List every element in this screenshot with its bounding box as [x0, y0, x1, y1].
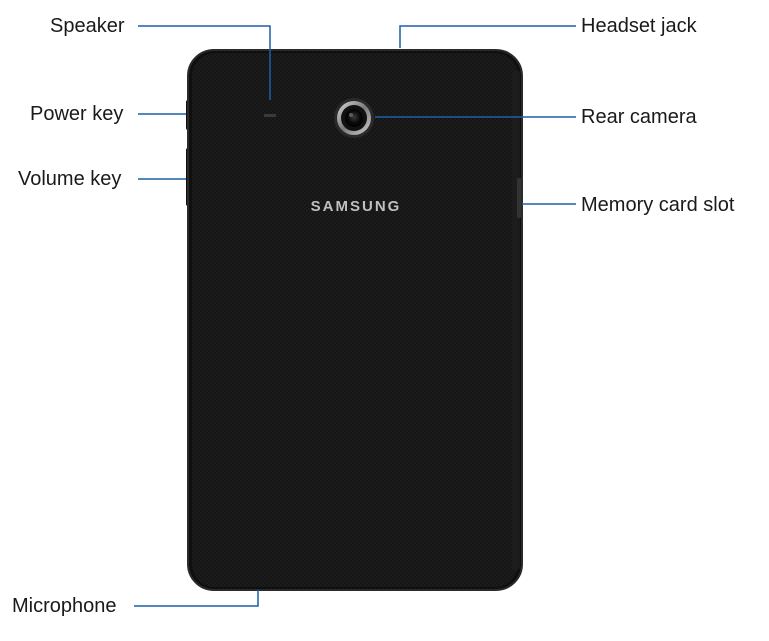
callout-memory-card-slot: Memory card slot [581, 194, 735, 216]
headset-leader [399, 25, 576, 48]
callout-microphone: Microphone [12, 595, 117, 617]
memory-card-slot [517, 178, 521, 218]
speaker-grille [264, 114, 276, 117]
rear-camera-icon [334, 98, 374, 138]
samsung-logo: SAMSUNG [310, 198, 402, 215]
speaker-leader [138, 25, 271, 100]
callout-headset-jack: Headset jack [581, 15, 697, 37]
callout-volume-key: Volume key [18, 168, 122, 190]
callout-speaker: Speaker [50, 15, 125, 37]
callout-power-key: Power key [30, 103, 124, 125]
tablet-back-texture [192, 53, 518, 587]
callout-rear-camera: Rear camera [581, 106, 697, 128]
microphone-leader [134, 590, 259, 607]
leader-lines [134, 25, 576, 607]
